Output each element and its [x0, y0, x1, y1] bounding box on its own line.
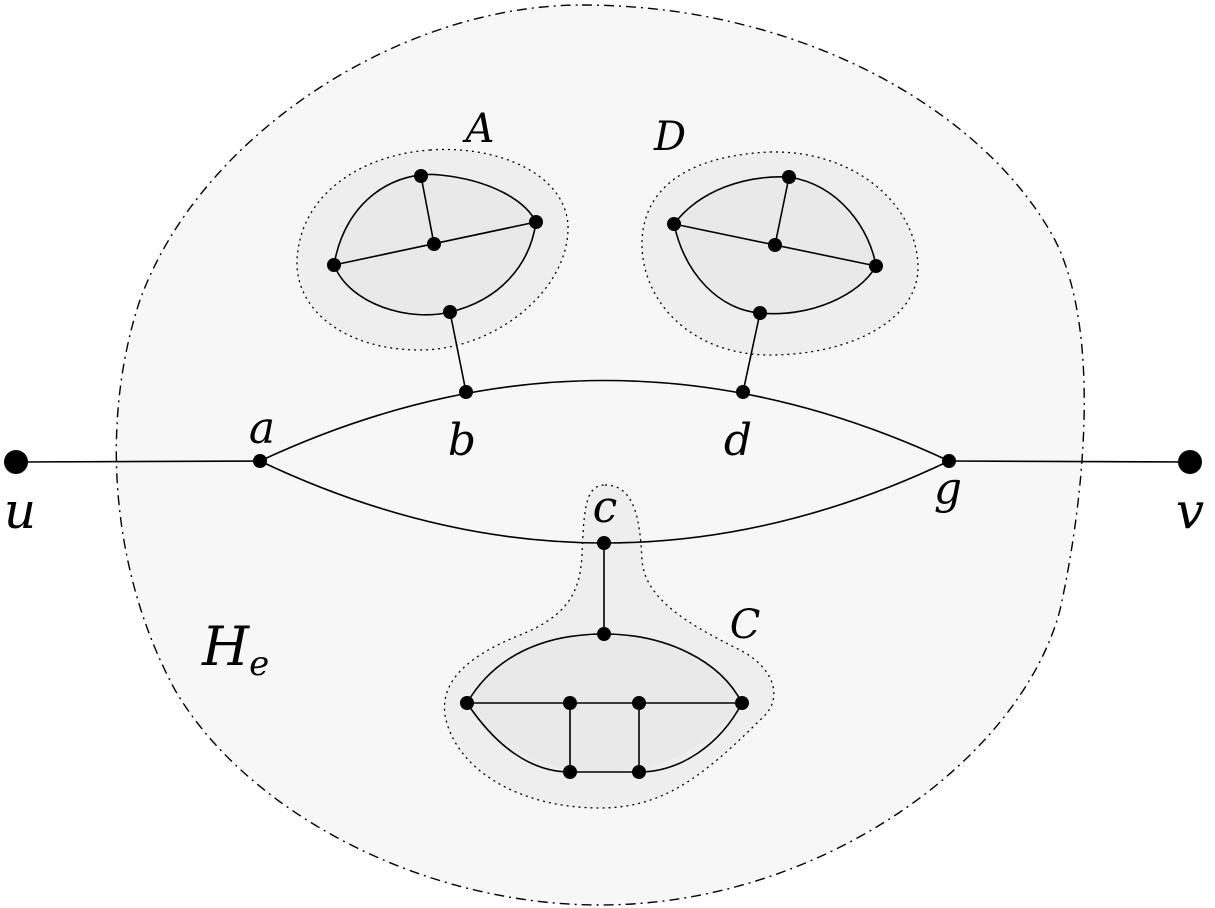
label-d: d	[724, 415, 752, 466]
vertex-d	[736, 385, 750, 399]
cluster-D-vertex	[768, 238, 782, 252]
cluster-A-vertex	[327, 258, 341, 272]
label-a: a	[249, 403, 275, 454]
cluster-C-vertex	[735, 696, 749, 710]
label-He-sub: e	[249, 644, 269, 684]
cluster-A-vertex	[443, 305, 457, 319]
label-b: b	[448, 415, 476, 466]
edge-d-D	[742, 312, 761, 393]
cluster-A-spoke	[420, 175, 435, 245]
cluster-D-vertex	[753, 306, 767, 320]
vertex-b	[459, 385, 473, 399]
cluster-D-vertex	[869, 259, 883, 273]
vertex-c	[597, 536, 611, 550]
label-g: g	[934, 463, 962, 514]
cluster-C-vertex	[563, 765, 577, 779]
cluster-D-vertex	[667, 217, 681, 231]
label-cluster-A: A	[462, 106, 495, 152]
cluster-C-lower-arc	[466, 702, 743, 773]
cluster-C-vertex	[632, 696, 646, 710]
label-cluster-C: C	[730, 602, 761, 648]
cluster-D-vertex	[782, 170, 796, 184]
vertex-u	[4, 450, 28, 474]
edge-g-v	[948, 460, 1191, 463]
cluster-A-vertex	[414, 169, 428, 183]
edge-b-A	[449, 311, 467, 393]
cluster-C-vertex	[597, 627, 611, 641]
cluster-C-vertex	[460, 696, 474, 710]
cluster-A-upper-arc	[333, 173, 537, 266]
label-He: He	[201, 615, 269, 684]
cluster-A-vertex	[529, 215, 543, 229]
edge-u-a	[15, 460, 261, 463]
cluster-C-vertex	[563, 696, 577, 710]
cluster-C-vertex	[632, 765, 646, 779]
vertex-a	[253, 454, 267, 468]
vertex-g	[942, 454, 956, 468]
label-He-main: H	[201, 615, 250, 678]
cluster-D-spoke	[774, 176, 790, 246]
label-c: c	[593, 482, 618, 533]
edge-upper-arc	[259, 379, 950, 462]
label-v: v	[1176, 482, 1204, 540]
label-u: u	[4, 482, 36, 540]
cluster-A-vertex	[427, 237, 441, 251]
vertex-v	[1178, 450, 1202, 474]
label-cluster-D: D	[653, 114, 686, 160]
